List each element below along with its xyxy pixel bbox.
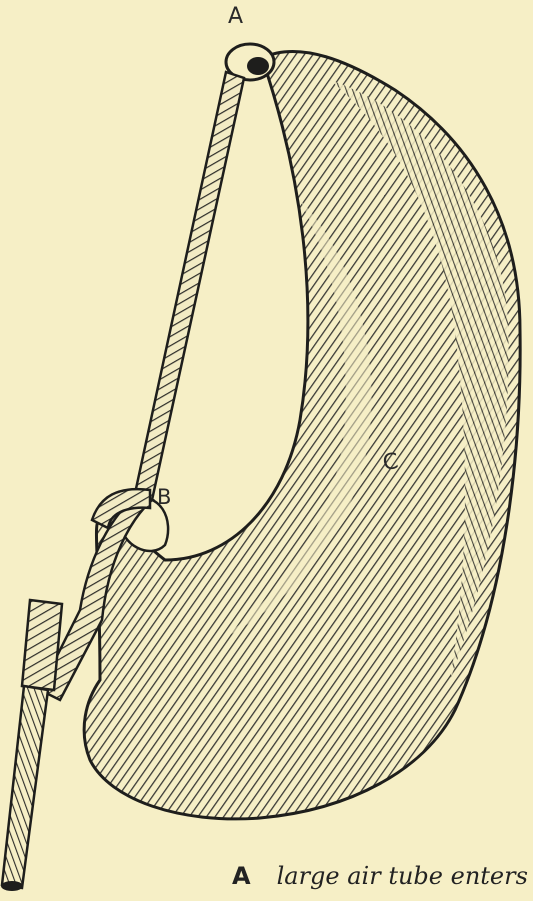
tube-collar (22, 600, 62, 690)
drone-pipe (2, 686, 48, 888)
label-a: A (228, 6, 243, 28)
caption-key: A (232, 862, 251, 890)
label-c: C (382, 451, 400, 475)
air-tube (134, 72, 244, 500)
caption-text: large air tube enters (277, 862, 528, 890)
label-b: B (157, 487, 171, 508)
